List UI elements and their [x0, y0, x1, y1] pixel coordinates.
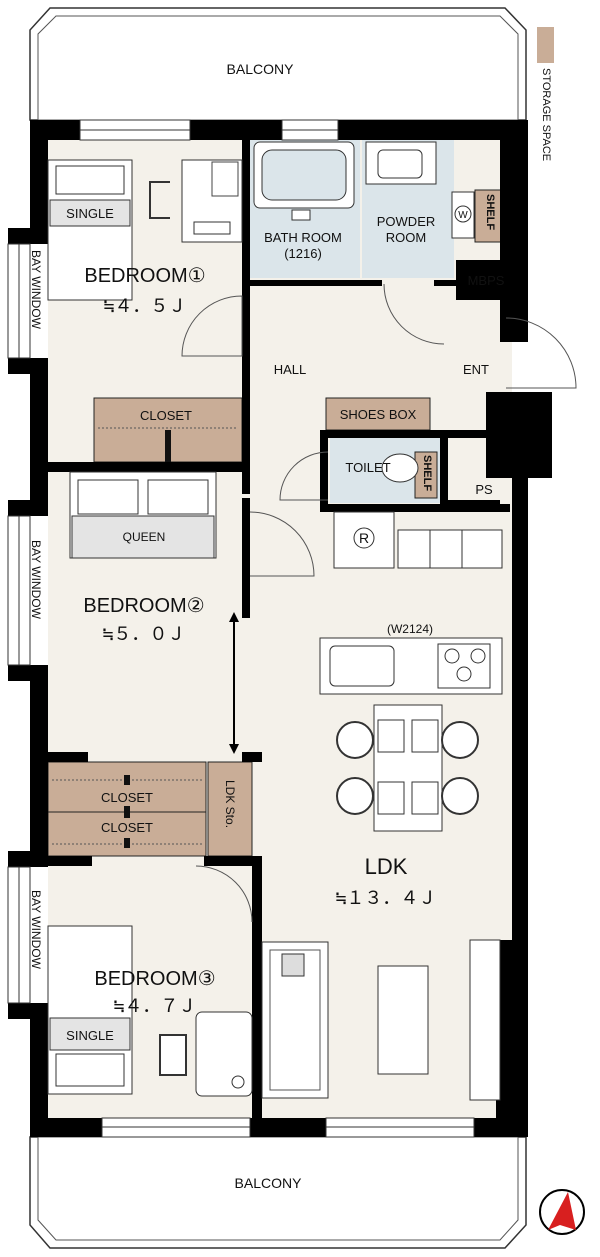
fridge [333, 511, 395, 569]
doors [181, 283, 577, 923]
bed-queen [69, 471, 217, 559]
bed-label-2: QUEEN [123, 530, 166, 544]
toilet-label: TOILET [345, 460, 390, 475]
ldk-storage [207, 761, 253, 857]
shoes-label: SHOES BOX [340, 407, 417, 422]
ldk-name: LDK [365, 854, 408, 879]
desk-1 [149, 159, 243, 243]
ldk-storage-label: LDK Sto. [223, 780, 237, 828]
balcony-top: BALCONY [29, 7, 527, 121]
bay-window-label-2: BAY WINDOW [29, 540, 43, 620]
ent-label: ENT [463, 362, 489, 377]
kitchen-counter [397, 529, 503, 569]
bedroom2-name: BEDROOM② [83, 595, 204, 617]
washbasin [365, 141, 437, 185]
storage-legend: STORAGE SPACE [537, 27, 554, 161]
storage-legend-label: STORAGE SPACE [540, 68, 552, 161]
bedroom2-size: ≒５．０Ｊ [103, 624, 186, 645]
bath-name: BATH ROOM [264, 230, 342, 245]
washer-label: W [458, 210, 468, 221]
bedroom1-name: BEDROOM① [84, 265, 205, 287]
washer [451, 191, 475, 239]
balcony-bottom: BALCONY [29, 1136, 527, 1249]
bed-label-3: SINGLE [66, 1028, 114, 1043]
north-arrow-icon [539, 1189, 585, 1235]
kitchen-width: (W2124) [387, 622, 433, 636]
hall-label: HALL [274, 362, 307, 377]
bed-single-3 [47, 925, 133, 1095]
closet-2b [47, 811, 207, 857]
mbps-label: MBPS [468, 273, 505, 288]
tv-board [469, 939, 501, 1101]
windows [7, 119, 475, 1138]
ldk-size: ≒１３．４Ｊ [336, 888, 437, 909]
balcony-top-label: BALCONY [227, 61, 295, 77]
bay-window-label-1: BAY WINDOW [29, 250, 43, 330]
powder-shelf-label: SHELF [484, 194, 496, 230]
bay-window-label-3: BAY WINDOW [29, 890, 43, 970]
closet-2a [47, 761, 207, 813]
bath-size: (1216) [284, 246, 322, 261]
bed-single-1 [47, 159, 133, 301]
toilet-shelf-label: SHELF [421, 455, 433, 491]
coffee-table [377, 965, 429, 1075]
desk-3 [159, 1011, 253, 1097]
walls [8, 120, 552, 1137]
shoes-box [325, 397, 431, 431]
powder-name-1: POWDER [377, 214, 436, 229]
closet1-label: CLOSET [140, 408, 192, 423]
ps-label: PS [475, 482, 493, 497]
dining-set [336, 704, 479, 832]
bedroom3-size: ≒４．７Ｊ [114, 996, 197, 1017]
powder-shelf [474, 189, 504, 243]
toilet-bowl [381, 453, 419, 483]
closet2b-label: CLOSET [101, 820, 153, 835]
bedroom1-size: ≒４．５Ｊ [104, 296, 187, 317]
bedroom3-name: BEDROOM③ [94, 968, 215, 990]
kitchen-island [319, 637, 503, 695]
sofa [261, 941, 329, 1099]
bed-label-1: SINGLE [66, 206, 114, 221]
balcony-bottom-label: BALCONY [235, 1175, 303, 1191]
storage-legend-swatch [537, 27, 554, 63]
powder-name-2: ROOM [386, 230, 426, 245]
bathtub [253, 141, 355, 221]
fridge-label: R [359, 530, 369, 546]
closet2a-label: CLOSET [101, 790, 153, 805]
